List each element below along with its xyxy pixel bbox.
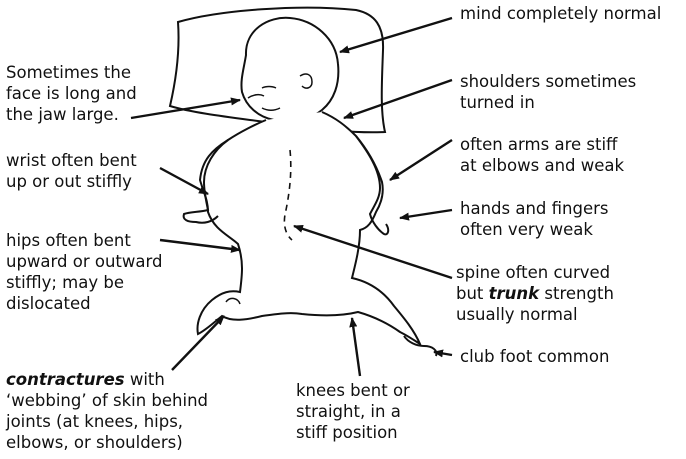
contractures-term: contractures xyxy=(6,370,125,389)
label-spine: spine often curved but trunk strength us… xyxy=(456,262,614,325)
label-shoulders: shoulders sometimes turned in xyxy=(460,71,636,113)
label-club-foot: club foot common xyxy=(460,346,609,367)
trunk-term: trunk xyxy=(489,284,540,303)
label-arms: often arms are stiff at elbows and weak xyxy=(460,134,624,176)
label-face: Sometimes the face is long and the jaw l… xyxy=(6,62,137,125)
label-wrist: wrist often bent up or out stiffly xyxy=(6,150,137,192)
baby-head xyxy=(241,18,338,122)
label-mind: mind completely normal xyxy=(460,3,661,24)
label-contractures: contractures with ‘webbing’ of skin behi… xyxy=(6,369,208,453)
label-hands: hands and fingers often very weak xyxy=(460,198,608,240)
baby-body xyxy=(198,112,420,344)
label-knees: knees bent or straight, in a stiff posit… xyxy=(296,380,410,443)
label-hips: hips often bent upward or outward stiffl… xyxy=(6,230,162,314)
